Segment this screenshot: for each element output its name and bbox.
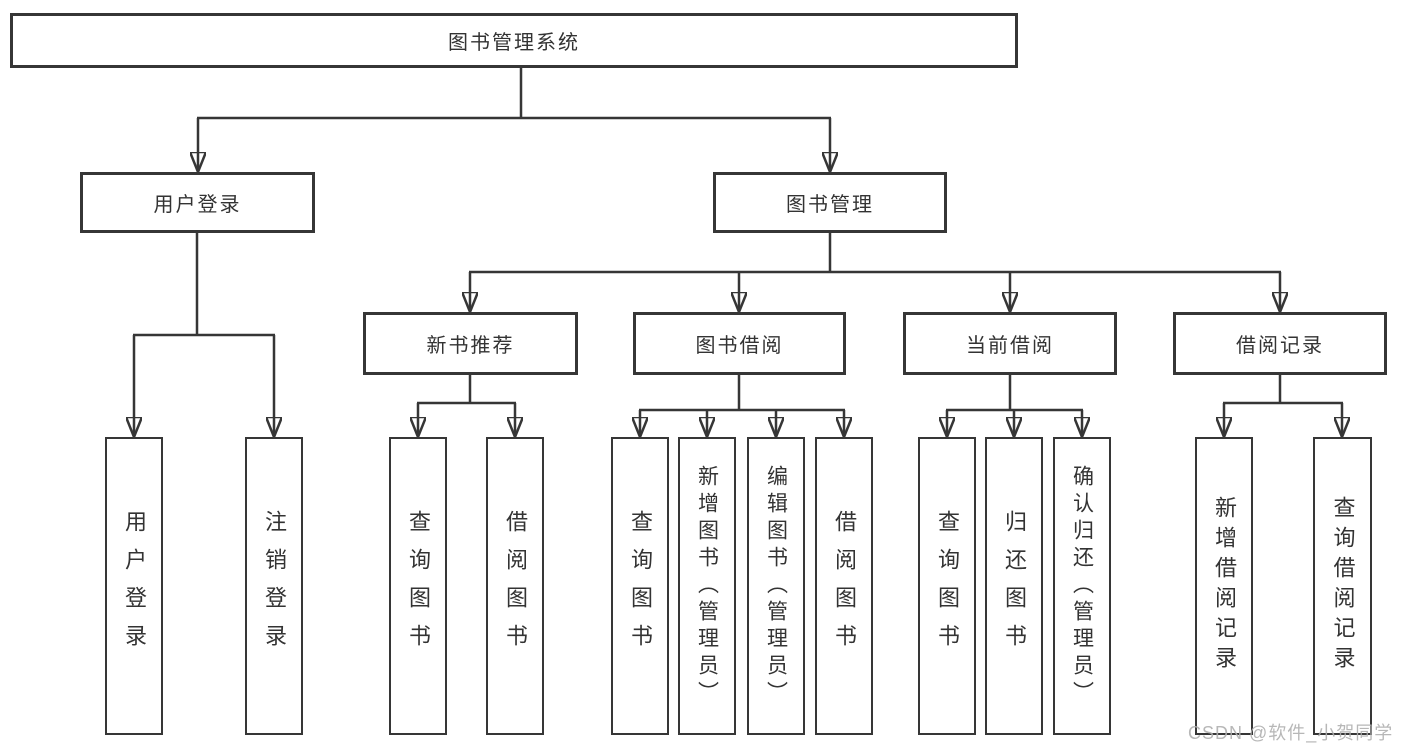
connector-borrow-records-to-leaves: [1223, 375, 1343, 436]
node-leaf-add-books-admin: 新增图书（管理员）: [678, 437, 736, 735]
connector-root-to-level2: [197, 68, 831, 171]
node-book-borrow: 图书借阅: [633, 312, 846, 375]
node-book-mgmt: 图书管理: [713, 172, 947, 233]
node-leaf-user-login: 用户登录: [105, 437, 163, 735]
node-leaf-query-books-1: 查询图书: [389, 437, 447, 735]
connector-book-mgmt-to-level3: [469, 233, 1281, 311]
node-leaf-edit-books-admin: 编辑图书（管理员）: [747, 437, 805, 735]
node-leaf-borrow-books-2: 借阅图书: [815, 437, 873, 735]
connector-current-borrow-to-leaves: [946, 375, 1083, 436]
node-borrow-records: 借阅记录: [1173, 312, 1387, 375]
node-leaf-logout: 注销登录: [245, 437, 303, 735]
node-leaf-confirm-return-admin: 确认归还（管理员）: [1053, 437, 1111, 735]
node-leaf-query-borrow-record: 查询借阅记录: [1313, 437, 1372, 735]
connector-book-borrow-to-leaves: [639, 375, 845, 436]
connector-new-book-recommend-to-leaves: [417, 375, 516, 436]
node-root: 图书管理系统: [10, 13, 1018, 68]
node-leaf-query-books-3: 查询图书: [918, 437, 976, 735]
node-leaf-add-borrow-record: 新增借阅记录: [1195, 437, 1253, 735]
node-leaf-query-books-2: 查询图书: [611, 437, 669, 735]
connector-user-login-to-leaves: [133, 233, 275, 436]
node-leaf-return-books: 归还图书: [985, 437, 1043, 735]
node-current-borrow: 当前借阅: [903, 312, 1117, 375]
node-user-login: 用户登录: [80, 172, 315, 233]
node-new-book-recommend: 新书推荐: [363, 312, 578, 375]
csdn-watermark: CSDN @软件_小贺同学: [1188, 723, 1394, 743]
node-leaf-borrow-books-1: 借阅图书: [486, 437, 544, 735]
